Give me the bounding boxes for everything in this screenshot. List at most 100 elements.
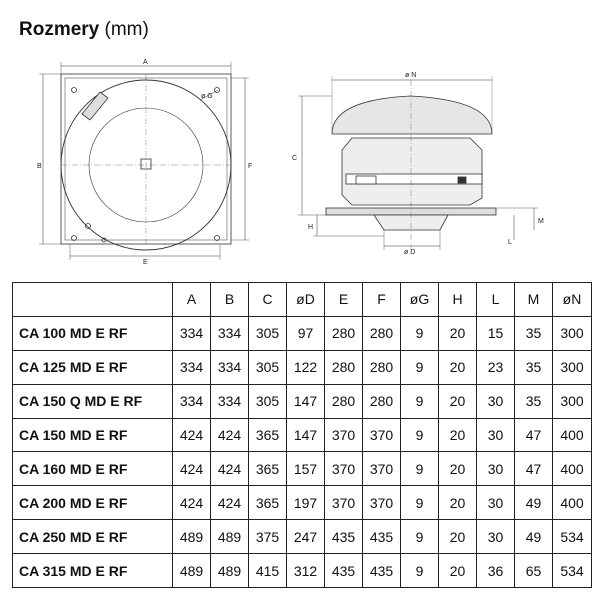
cell: 424	[210, 451, 249, 487]
cell: 415	[248, 553, 287, 589]
cell: 49	[514, 485, 553, 521]
header-c: C	[248, 282, 287, 317]
cell: 30	[476, 383, 515, 419]
dim-label-g: ø G	[201, 93, 213, 100]
cell: 300	[552, 315, 592, 351]
top-view-drawing	[39, 62, 249, 260]
dim-label-b: B	[37, 163, 42, 170]
model-name: CA 125 MD E RF	[12, 349, 173, 385]
cell: 365	[248, 417, 287, 453]
cell: 370	[362, 485, 401, 521]
cell: 489	[172, 519, 211, 555]
cell: 489	[210, 553, 249, 589]
cell: 35	[514, 349, 553, 385]
cell: 370	[362, 417, 401, 453]
cell: 424	[172, 417, 211, 453]
model-name: CA 200 MD E RF	[12, 485, 173, 521]
cell: 122	[286, 349, 325, 385]
cell: 97	[286, 315, 325, 351]
model-name: CA 100 MD E RF	[12, 315, 173, 351]
header-g: øG	[400, 282, 439, 317]
table-header-row: A B C øD E F øG H L M øN	[12, 282, 592, 317]
cell: 280	[324, 315, 363, 351]
cell: 334	[210, 315, 249, 351]
cell: 9	[400, 485, 439, 521]
dim-label-n: ø N	[405, 72, 416, 79]
cell: 9	[400, 519, 439, 555]
cell: 305	[248, 383, 287, 419]
table-row: CA 150 Q MD E RF 334 334 305 147 280 280…	[12, 383, 592, 419]
model-name: CA 150 MD E RF	[12, 417, 173, 453]
model-name: CA 250 MD E RF	[12, 519, 173, 555]
cell: 334	[172, 315, 211, 351]
cell: 400	[552, 417, 592, 453]
cell: 9	[400, 349, 439, 385]
cell: 370	[324, 451, 363, 487]
header-d: øD	[286, 282, 325, 317]
cell: 334	[210, 349, 249, 385]
cell: 489	[210, 519, 249, 555]
title-unit: (mm)	[104, 19, 149, 40]
cell: 424	[210, 417, 249, 453]
cell: 534	[552, 519, 592, 555]
dimensions-table: A B C øD E F øG H L M øN CA 100 MD E RF …	[12, 282, 592, 589]
header-b: B	[210, 282, 249, 317]
cell: 30	[476, 417, 515, 453]
cell: 47	[514, 451, 553, 487]
cell: 9	[400, 417, 439, 453]
cell: 280	[362, 383, 401, 419]
cell: 280	[324, 349, 363, 385]
cell: 20	[438, 349, 477, 385]
cell: 15	[476, 315, 515, 351]
cell: 197	[286, 485, 325, 521]
cell: 334	[172, 349, 211, 385]
cell: 23	[476, 349, 515, 385]
cell: 20	[438, 519, 477, 555]
cell: 280	[362, 315, 401, 351]
cell: 147	[286, 383, 325, 419]
cell: 424	[210, 485, 249, 521]
cell: 9	[400, 315, 439, 351]
cell: 534	[552, 553, 592, 589]
cell: 435	[324, 519, 363, 555]
dim-label-a: A	[143, 59, 148, 66]
cell: 365	[248, 451, 287, 487]
cell: 30	[476, 451, 515, 487]
model-name: CA 150 Q MD E RF	[12, 383, 173, 419]
cell: 20	[438, 417, 477, 453]
cell: 20	[438, 451, 477, 487]
header-f: F	[362, 282, 401, 317]
cell: 400	[552, 485, 592, 521]
header-l: L	[476, 282, 515, 317]
table-row: CA 100 MD E RF 334 334 305 97 280 280 9 …	[12, 315, 592, 351]
cell: 370	[362, 451, 401, 487]
title-bold: Rozmery	[19, 19, 100, 40]
technical-drawings: A B F E ø G ø N C H ø D M L	[37, 59, 544, 266]
header-h: H	[438, 282, 477, 317]
cell: 370	[324, 417, 363, 453]
header-a: A	[172, 282, 211, 317]
cell: 300	[552, 383, 592, 419]
dim-label-f: F	[248, 163, 252, 170]
cell: 400	[552, 451, 592, 487]
table-row: CA 150 MD E RF 424 424 365 147 370 370 9…	[12, 417, 592, 453]
dim-label-l: L	[508, 239, 512, 246]
cell: 424	[172, 451, 211, 487]
cell: 489	[172, 553, 211, 589]
cell: 280	[324, 383, 363, 419]
cell: 300	[552, 349, 592, 385]
cell: 334	[172, 383, 211, 419]
cell: 9	[400, 553, 439, 589]
cell: 9	[400, 383, 439, 419]
model-name: CA 315 MD E RF	[12, 553, 173, 589]
cell: 147	[286, 417, 325, 453]
cell: 305	[248, 315, 287, 351]
cell: 365	[248, 485, 287, 521]
cell: 49	[514, 519, 553, 555]
cell: 280	[362, 349, 401, 385]
cell: 35	[514, 383, 553, 419]
cell: 20	[438, 315, 477, 351]
cell: 247	[286, 519, 325, 555]
cell: 47	[514, 417, 553, 453]
cell: 9	[400, 451, 439, 487]
